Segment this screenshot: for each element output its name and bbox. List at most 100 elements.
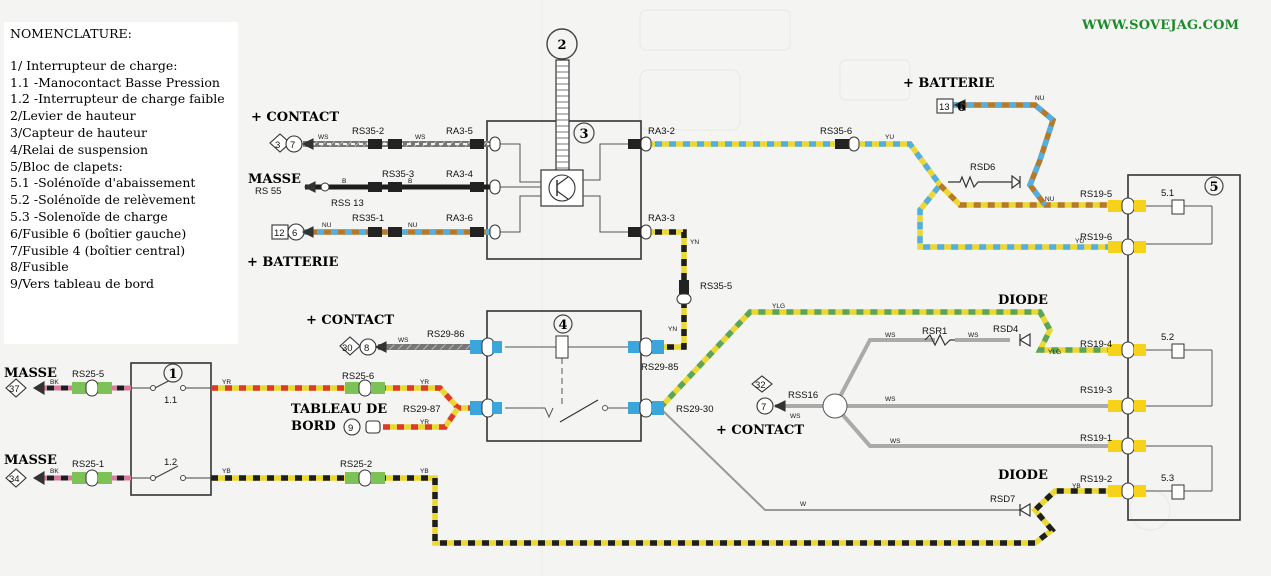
wire-code-ws-1: WS bbox=[318, 134, 329, 141]
wire-code-nu-1: NU bbox=[322, 222, 332, 229]
conn-ra3-6: RA3-6 bbox=[446, 213, 473, 224]
legend-item: 5.1 -Solénoïde d'abaissement bbox=[10, 175, 196, 191]
tableau-label-2: BORD bbox=[291, 419, 336, 434]
charge-switch-internals bbox=[131, 363, 211, 481]
conn-rs35-6: RS35-6 bbox=[820, 126, 852, 137]
component-3-label: 3 bbox=[579, 127, 588, 142]
terminal-32: 32 bbox=[755, 380, 766, 391]
conn-rs35-1: RS35-1 bbox=[352, 213, 384, 224]
wire-w bbox=[659, 407, 1020, 511]
terminal-34: 34 bbox=[9, 474, 20, 485]
terminal-9: 9 bbox=[348, 423, 353, 434]
wire-code-ws-7: WS bbox=[790, 413, 801, 420]
terminal-6a: 6 bbox=[292, 228, 297, 239]
legend-item: 5.2 -Solénoïde de relèvement bbox=[10, 192, 196, 208]
masse-b-label: MASSE bbox=[4, 453, 57, 468]
wire-code-nu-4: NU bbox=[1045, 196, 1055, 203]
conn-rs25-5: RS25-5 bbox=[72, 369, 104, 380]
wire-code-ylg-1: YLG bbox=[772, 303, 785, 310]
legend-item: 4/Relai de suspension bbox=[10, 141, 149, 157]
conn-rs25-2: RS25-2 bbox=[340, 459, 372, 470]
legend-item: 7/Fusible 4 (boîtier central) bbox=[10, 242, 186, 258]
wire-code-yr-1: YR bbox=[222, 379, 231, 386]
conn-rs19-3: RS19-3 bbox=[1080, 385, 1112, 396]
legend-item: 1/ Interrupteur de charge: bbox=[10, 57, 178, 73]
contact-right-label: + CONTACT bbox=[716, 423, 804, 438]
conn-rs35-5: RS35-5 bbox=[700, 281, 732, 292]
connector-blocks bbox=[72, 136, 1146, 500]
rs55-label: RS 55 bbox=[255, 186, 281, 197]
conn-rs19-2: RS19-2 bbox=[1080, 474, 1112, 485]
sensor-internal-leads bbox=[497, 143, 632, 233]
masse-a-label: MASSE bbox=[4, 366, 57, 381]
wire-yb bbox=[211, 475, 1120, 546]
wire-code-ylg-2: YLG bbox=[1048, 349, 1061, 356]
wire-code-w: W bbox=[800, 501, 807, 508]
solenoid-5-2-label: 5.2 bbox=[1161, 332, 1174, 343]
terminal-12: 12 bbox=[274, 228, 285, 239]
terminal-13: 13 bbox=[939, 102, 950, 113]
wire-code-ws-8: WS bbox=[890, 438, 901, 445]
conn-ra3-4: RA3-4 bbox=[446, 169, 473, 180]
component-4-label: 4 bbox=[558, 318, 567, 333]
wire-code-yn-1: YN bbox=[690, 239, 699, 246]
rss13-label: RSS 13 bbox=[331, 198, 364, 209]
wire-code-yb-3: YB bbox=[1072, 483, 1081, 490]
solenoid-5-1-label: 5.1 bbox=[1161, 188, 1174, 199]
legend-item: 1.1 -Manocontact Basse Pression bbox=[10, 74, 220, 90]
conn-rs19-1: RS19-1 bbox=[1080, 433, 1112, 444]
conn-rs25-1: RS25-1 bbox=[72, 459, 104, 470]
relay-internals bbox=[505, 314, 628, 423]
masse-mid-label: MASSE bbox=[248, 172, 301, 187]
wire-code-ws-4: WS bbox=[885, 332, 896, 339]
wire-code-nu-3: NU bbox=[1035, 95, 1045, 102]
wire-code-yb-1: YB bbox=[222, 468, 231, 475]
conn-rs19-5: RS19-5 bbox=[1080, 189, 1112, 200]
valve-block-internals bbox=[1127, 176, 1224, 520]
charge-switch-box bbox=[130, 362, 212, 496]
conn-rs25-6: RS25-6 bbox=[342, 371, 374, 382]
legend-item: 9/Vers tableau de bord bbox=[10, 276, 155, 292]
wire-ylg bbox=[657, 309, 1120, 410]
tableau-label-1: TABLEAU DE bbox=[291, 402, 387, 417]
legend-item: 2/Levier de hauteur bbox=[10, 108, 136, 124]
wire-code-b-1: B bbox=[342, 178, 346, 185]
conn-ra3-2: RA3-2 bbox=[648, 126, 675, 137]
legend-title: NOMENCLATURE: bbox=[10, 26, 132, 41]
wire-code-ws-3: WS bbox=[398, 337, 409, 344]
legend-item: 1.2 -Interrupteur de charge faible bbox=[10, 91, 225, 107]
conn-rs29-30: RS29-30 bbox=[676, 404, 714, 415]
conn-rsr1: RSR1 bbox=[922, 326, 947, 337]
terminal-3: 3 bbox=[275, 140, 280, 151]
contact-top-label: + CONTACT bbox=[251, 110, 339, 125]
wire-ws-rss16 bbox=[775, 338, 1120, 448]
diode-label-2: DIODE bbox=[998, 468, 1048, 483]
wire-code-ws-6: WS bbox=[885, 396, 896, 403]
nomenclature-legend: NOMENCLATURE: 1/ Interrupteur de charge:… bbox=[4, 22, 238, 344]
wire-nu-batterie-right bbox=[953, 102, 1057, 207]
batterie-right-label: + BATTERIE bbox=[903, 76, 994, 91]
conn-rs19-6: RS19-6 bbox=[1080, 232, 1112, 243]
component-1-label: 1 bbox=[168, 367, 177, 382]
relay-box bbox=[486, 310, 642, 442]
legend-item: 5/Bloc de clapets: bbox=[10, 158, 123, 174]
rsr1-resistor bbox=[924, 333, 955, 347]
terminal-37: 37 bbox=[9, 384, 20, 395]
background-artefacts bbox=[541, 0, 1171, 576]
terminal-8: 8 bbox=[364, 343, 369, 354]
legend-item: 5.3 -Solenoïde de charge bbox=[10, 208, 168, 224]
legend-item: 6/Fusible 6 (boîtier gauche) bbox=[10, 225, 187, 241]
component-5-label: 5 bbox=[1209, 180, 1218, 195]
wire-code-ws-5: WS bbox=[968, 332, 979, 339]
contact-relay-label: + CONTACT bbox=[306, 313, 394, 328]
solenoid-5-3-label: 5.3 bbox=[1161, 473, 1174, 484]
switch-1-1-label: 1.1 bbox=[164, 395, 177, 406]
terminal-30: 30 bbox=[342, 343, 353, 354]
legend-item: 8/Fusible bbox=[10, 259, 69, 275]
legend-item: 3/Capteur de hauteur bbox=[10, 124, 147, 140]
rsd7-diode bbox=[1018, 502, 1031, 518]
wire-code-b-2: B bbox=[408, 178, 412, 185]
conn-rss16: RSS16 bbox=[788, 390, 818, 401]
switch-1-2-label: 1.2 bbox=[164, 457, 177, 468]
